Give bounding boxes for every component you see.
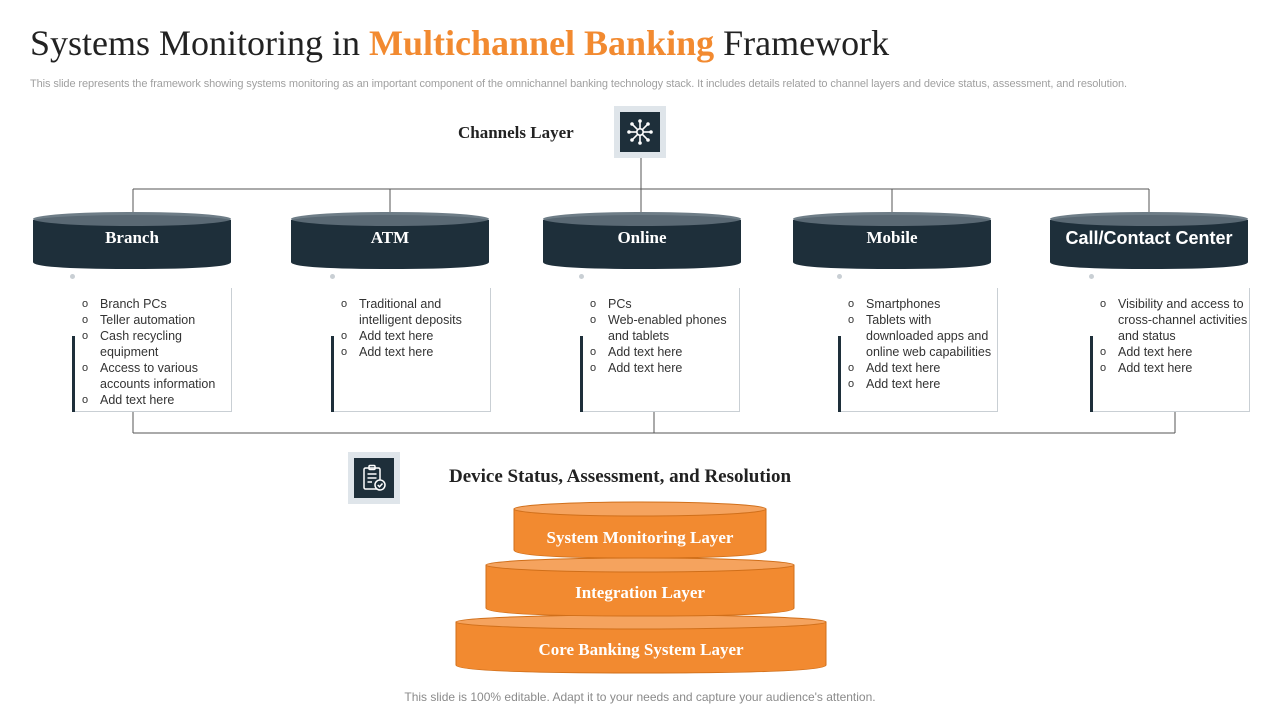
connector-dot bbox=[837, 274, 842, 279]
list-item: Visibility and access to cross-channel a… bbox=[1100, 296, 1248, 344]
list-item: Access to various accounts information bbox=[82, 360, 230, 392]
list-item: Add text here bbox=[341, 344, 489, 360]
title-part-1: Systems Monitoring in bbox=[30, 23, 370, 63]
network-hub-icon bbox=[620, 112, 660, 152]
stack-layer-core-banking: Core Banking System Layer bbox=[455, 613, 827, 675]
card-branch: Branch PCs Teller automation Cash recycl… bbox=[72, 288, 232, 412]
card-accent-bar bbox=[580, 336, 583, 412]
list-item: Add text here bbox=[1100, 344, 1248, 360]
card-atm: Traditional and intelligent deposits Add… bbox=[331, 288, 491, 412]
list-item: Cash recycling equipment bbox=[82, 328, 230, 360]
list-item: PCs bbox=[590, 296, 738, 312]
channel-label: ATM bbox=[370, 228, 410, 247]
list-item: Teller automation bbox=[82, 312, 230, 328]
connector-dot bbox=[70, 274, 75, 279]
connector-dot bbox=[579, 274, 584, 279]
card-accent-bar bbox=[1090, 336, 1093, 412]
card-accent-bar bbox=[331, 336, 334, 412]
card-list: PCs Web-enabled phones and tablets Add t… bbox=[590, 296, 738, 376]
stack-layer-integration: Integration Layer bbox=[485, 556, 795, 618]
connector-dot bbox=[1089, 274, 1094, 279]
list-item: Add text here bbox=[848, 360, 996, 376]
stack-layer-label: System Monitoring Layer bbox=[546, 528, 734, 547]
card-accent-bar bbox=[72, 336, 75, 412]
channels-icon-box bbox=[614, 106, 666, 158]
channel-label: Mobile bbox=[866, 228, 918, 247]
footer-note: This slide is 100% editable. Adapt it to… bbox=[404, 690, 876, 704]
card-call-center: Visibility and access to cross-channel a… bbox=[1090, 288, 1250, 412]
device-section-label: Device Status, Assessment, and Resolutio… bbox=[449, 466, 792, 487]
list-item: Add text here bbox=[590, 360, 738, 376]
channel-online: Online bbox=[542, 210, 742, 270]
connector-dot bbox=[330, 274, 335, 279]
card-list: Visibility and access to cross-channel a… bbox=[1100, 296, 1248, 376]
list-item: Smartphones bbox=[848, 296, 996, 312]
card-mobile: Smartphones Tablets with downloaded apps… bbox=[838, 288, 998, 412]
channel-call-center: Call/Contact Center bbox=[1049, 210, 1249, 270]
channel-label: Call/Contact Center bbox=[1065, 228, 1233, 248]
stack-layer-system-monitoring: System Monitoring Layer bbox=[513, 500, 767, 560]
list-item: Add text here bbox=[1100, 360, 1248, 376]
stack-layer-label: Integration Layer bbox=[575, 583, 705, 602]
card-list: Traditional and intelligent deposits Add… bbox=[341, 296, 489, 360]
channel-label: Online bbox=[617, 228, 667, 247]
list-item: Add text here bbox=[82, 392, 230, 408]
device-icon-box bbox=[348, 452, 400, 504]
card-accent-bar bbox=[838, 336, 841, 412]
channel-branch: Branch bbox=[32, 210, 232, 270]
list-item: Add text here bbox=[848, 376, 996, 392]
channel-mobile: Mobile bbox=[792, 210, 992, 270]
list-item: Traditional and intelligent deposits bbox=[341, 296, 489, 328]
title-accent: Multichannel Banking bbox=[369, 23, 715, 63]
list-item: Web-enabled phones and tablets bbox=[590, 312, 738, 344]
list-item: Branch PCs bbox=[82, 296, 230, 312]
card-online: PCs Web-enabled phones and tablets Add t… bbox=[580, 288, 740, 412]
clipboard-check-icon bbox=[354, 458, 394, 498]
card-list: Smartphones Tablets with downloaded apps… bbox=[848, 296, 996, 392]
stack-layer-label: Core Banking System Layer bbox=[538, 640, 744, 659]
channel-label: Branch bbox=[105, 228, 159, 247]
list-item: Add text here bbox=[341, 328, 489, 344]
channel-atm: ATM bbox=[290, 210, 490, 270]
title-part-2: Framework bbox=[714, 23, 890, 63]
page-title: Systems Monitoring in Multichannel Banki… bbox=[30, 22, 889, 64]
list-item: Tablets with downloaded apps and online … bbox=[848, 312, 996, 360]
card-list: Branch PCs Teller automation Cash recycl… bbox=[82, 296, 230, 408]
page-subtitle: This slide represents the framework show… bbox=[30, 78, 1127, 90]
list-item: Add text here bbox=[590, 344, 738, 360]
channels-layer-label: Channels Layer bbox=[458, 123, 574, 142]
